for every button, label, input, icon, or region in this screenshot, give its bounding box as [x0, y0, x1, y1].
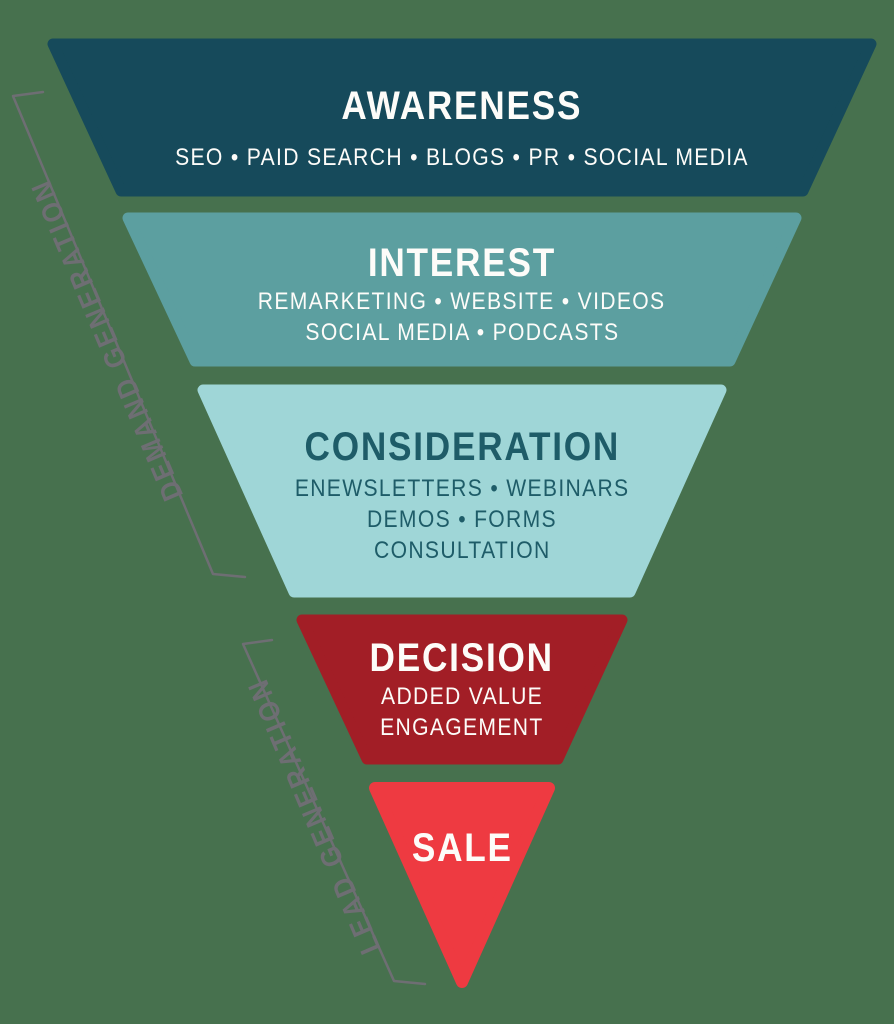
segment-interest-shape	[122, 212, 802, 367]
lead-generation-bracket	[241, 638, 427, 986]
segment-awareness-shape	[47, 38, 877, 197]
segment-sale-shape	[369, 782, 555, 988]
segment-decision-shape	[296, 614, 628, 765]
segment-consideration-shape	[197, 384, 727, 598]
demand-generation-bracket	[11, 90, 247, 579]
